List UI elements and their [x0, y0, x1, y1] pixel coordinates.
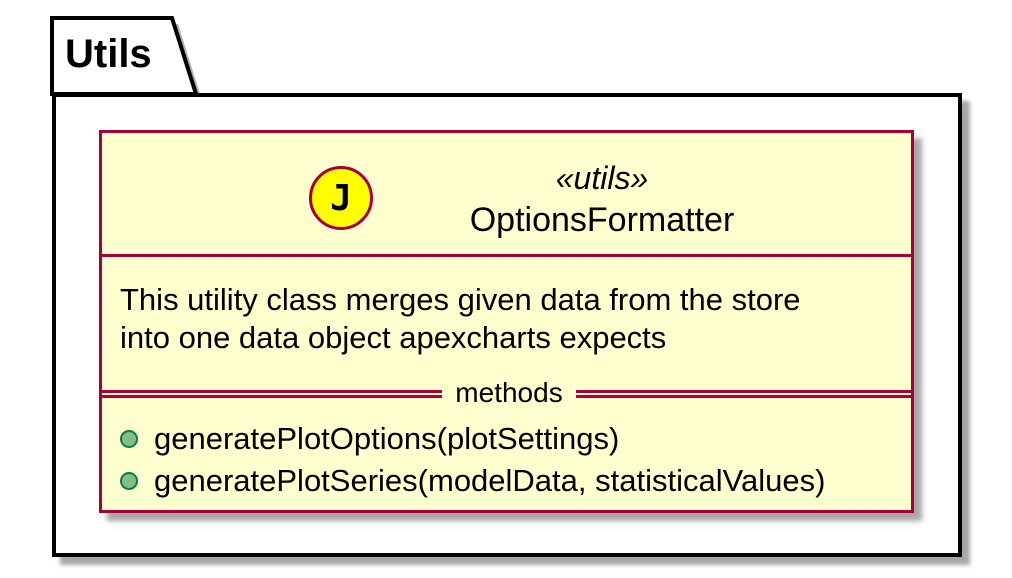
class-stereotype: «utils» [555, 160, 649, 196]
package-tab [50, 16, 202, 100]
public-method-icon [120, 430, 138, 448]
divider-rule-right [574, 390, 911, 398]
package-title: Utils [65, 32, 152, 76]
method-signature: generatePlotOptions(plotSettings) [154, 421, 620, 456]
description-line: This utility class merges given data fro… [120, 282, 801, 317]
java-class-icon: J [309, 166, 373, 230]
class-header: J «utils» OptionsFormatter [102, 133, 911, 257]
class-name: OptionsFormatter [469, 201, 735, 239]
methods-divider [102, 386, 911, 400]
public-method-icon [120, 472, 138, 490]
description-line: into one data object apexcharts expects [120, 320, 667, 355]
method-item: generatePlotOptions(plotSettings) [120, 420, 619, 458]
class-box[interactable]: J «utils» OptionsFormatter This utility … [99, 130, 914, 513]
method-signature: generatePlotSeries(modelData, statistica… [154, 463, 826, 498]
method-item: generatePlotSeries(modelData, statistica… [120, 462, 825, 500]
package-tab-shape [50, 16, 202, 100]
divider-rule-left [102, 390, 443, 398]
methods-section-label: methods [442, 377, 576, 409]
class-description: This utility class merges given data fro… [120, 281, 801, 357]
